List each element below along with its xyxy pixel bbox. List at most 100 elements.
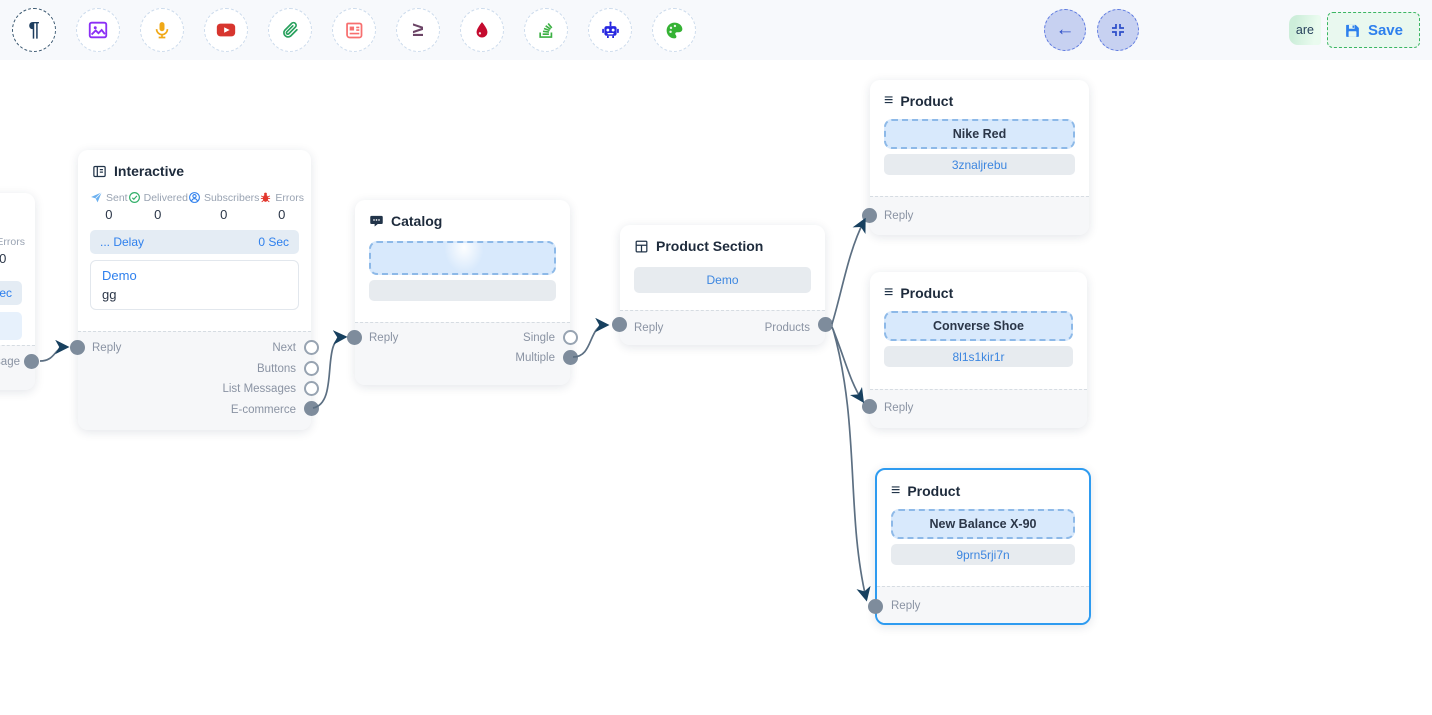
back-button[interactable]: ←: [1043, 9, 1086, 51]
node-interactive[interactable]: Interactive Sent 0 Delivered 0: [70, 150, 319, 430]
bug-icon: [261, 192, 271, 203]
node-product-3[interactable]: ≡ Product New Balance X-90 9prn5rji7n Re…: [868, 468, 1091, 625]
node-footer: Reply: [870, 389, 1087, 428]
node-product-section[interactable]: Product Section Demo Reply Products: [612, 225, 833, 345]
node-footer: Message: [0, 345, 39, 390]
edge-multiple-to-productsection[interactable]: [572, 317, 610, 358]
stat-label: Subscribers: [203, 191, 260, 204]
input-handle-reply[interactable]: [868, 599, 883, 614]
tool-text-button[interactable]: ¶: [12, 8, 56, 52]
delay-label: ... Delay: [100, 235, 145, 249]
product-name-box[interactable]: Nike Red: [884, 119, 1075, 149]
compress-icon: [1111, 24, 1124, 36]
youtube-icon: [216, 23, 236, 37]
delay-value: 0 Sec: [258, 235, 289, 249]
output-multiple-label: Multiple: [515, 352, 555, 364]
product-code: 8l1s1kir1r: [952, 349, 1005, 364]
tool-image-button[interactable]: [76, 8, 120, 52]
message-card[interactable]: Demo gg: [90, 260, 299, 310]
stat-value: 0: [0, 251, 7, 266]
output-handle-multiple[interactable]: [563, 350, 578, 365]
stat-value: 0: [278, 207, 286, 222]
input-handle-reply[interactable]: [70, 340, 85, 355]
node-product-2[interactable]: ≡ Product Converse Shoe 8l1s1kir1r Reply: [862, 272, 1087, 428]
node-title: Catalog: [391, 213, 443, 229]
product-name-box[interactable]: New Balance X-90: [891, 509, 1075, 539]
toolbar: ¶ ≥ ← are: [0, 0, 1432, 60]
save-button[interactable]: Save: [1326, 12, 1420, 48]
input-reply-label: Reply: [92, 342, 122, 354]
product-name: New Balance X-90: [929, 517, 1037, 531]
edge-message-to-interactive[interactable]: [39, 339, 70, 362]
save-label: Save: [1367, 21, 1403, 39]
delay-bar[interactable]: ... Delay 0 Sec: [90, 230, 299, 254]
product-code-box[interactable]: 9prn5rji7n: [891, 544, 1075, 565]
output-single-label: Single: [523, 332, 555, 344]
product-name: Nike Red: [952, 127, 1007, 141]
tool-attachment-button[interactable]: [268, 8, 312, 52]
product-code: 9prn5rji7n: [956, 547, 1010, 562]
input-handle-reply[interactable]: [862, 208, 877, 223]
stat-label: Sent: [106, 191, 128, 204]
save-icon: [1346, 24, 1359, 37]
tool-template-button[interactable]: [332, 8, 376, 52]
tool-design-button[interactable]: [652, 8, 696, 52]
output-buttons-label: Buttons: [257, 363, 296, 375]
stat-label: Errors: [0, 235, 25, 248]
output-handle-listmessages[interactable]: [304, 381, 319, 396]
menu-icon: ≡: [884, 284, 894, 301]
input-reply-label: Reply: [884, 210, 914, 222]
tool-stack-button[interactable]: [524, 8, 568, 52]
output-handle-buttons[interactable]: [304, 361, 319, 376]
sent-icon: [91, 192, 102, 203]
node-footer: Reply Single Multiple: [355, 322, 570, 385]
cursor-smudge: [444, 243, 485, 273]
delay-value: 0 Sec: [0, 286, 12, 300]
output-handle-message[interactable]: [24, 354, 39, 369]
tool-chatbot-button[interactable]: [588, 8, 632, 52]
menu-icon: ≡: [884, 92, 894, 109]
input-handle-reply[interactable]: [347, 330, 362, 345]
interactive-icon: [93, 165, 106, 177]
catalog-secondary-placeholder[interactable]: [369, 280, 556, 301]
product-code-box[interactable]: 8l1s1kir1r: [884, 346, 1073, 367]
tool-video-button[interactable]: [204, 8, 248, 52]
product-code-box[interactable]: 3znaljrebu: [884, 154, 1075, 175]
node-catalog[interactable]: Catalog Reply Single Multiple: [347, 200, 578, 385]
edge-products-to-product3[interactable]: [832, 328, 871, 602]
output-handle-ecommerce[interactable]: [304, 401, 319, 416]
node-title: Interactive: [114, 163, 185, 179]
product-name-box[interactable]: Converse Shoe: [884, 311, 1073, 341]
tool-audio-button[interactable]: [140, 8, 184, 52]
grid-icon: [635, 240, 648, 252]
stat-value: 0: [220, 207, 228, 222]
section-item[interactable]: Demo: [634, 267, 811, 293]
output-message: Message: [0, 356, 20, 368]
fit-view-button[interactable]: [1096, 9, 1139, 51]
paperclip-icon: [283, 21, 298, 38]
tool-sequence-button[interactable]: ≥: [396, 8, 440, 52]
droplet-icon: [476, 22, 488, 38]
input-handle-reply[interactable]: [862, 399, 877, 414]
output-handle-single[interactable]: [563, 330, 578, 345]
quick-reply-chip[interactable]: [0, 312, 22, 340]
input-reply-label: Reply: [369, 332, 399, 344]
output-handle-next[interactable]: [304, 340, 319, 355]
node-title: Product Section: [656, 238, 764, 254]
input-reply-label: Reply: [634, 322, 664, 334]
node-product-1[interactable]: ≡ Product Nike Red 3znaljrebu Reply: [862, 80, 1089, 235]
catalog-placeholder[interactable]: [369, 241, 556, 275]
output-handle-products[interactable]: [818, 317, 833, 332]
toolbar-right: ← are Save: [1033, 9, 1420, 51]
input-handle-reply[interactable]: [612, 317, 627, 332]
tool-drip-button[interactable]: [460, 8, 504, 52]
node-message-partial[interactable]: Errors 0 0 Sec Message: [0, 193, 39, 390]
edge-products-to-product2[interactable]: [831, 326, 865, 404]
input-reply-label: Reply: [891, 600, 921, 612]
product-name: Converse Shoe: [932, 319, 1024, 333]
gte-icon: ≥: [412, 19, 424, 41]
output-ecommerce-label: E-commerce: [230, 404, 296, 416]
edge-products-to-product1[interactable]: [831, 217, 866, 325]
subscribers-icon: [189, 192, 200, 203]
